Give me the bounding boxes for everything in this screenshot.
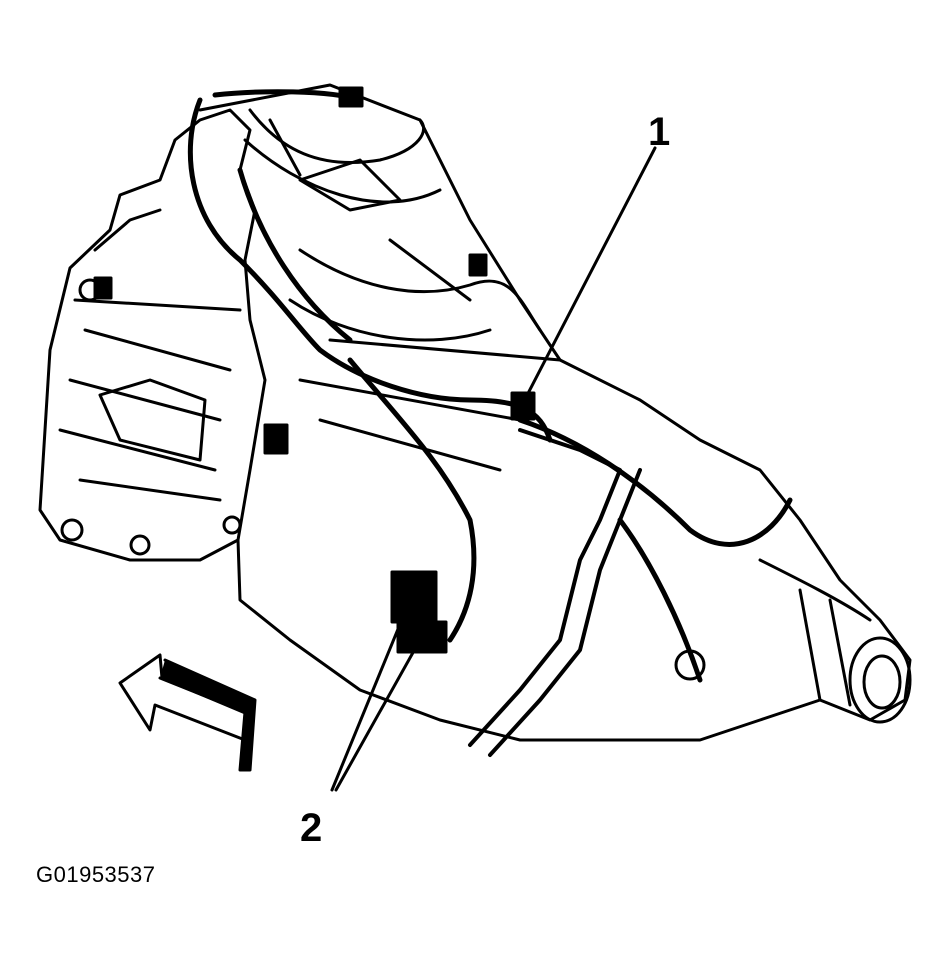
harness-connectors xyxy=(93,86,488,455)
callout-label-1: 1 xyxy=(648,110,671,154)
wiring-harness xyxy=(187,89,793,683)
cooler-lines xyxy=(468,428,642,757)
leader-lines xyxy=(330,146,657,792)
transmission-case xyxy=(198,83,912,742)
callout-label-2: 2 xyxy=(300,806,323,850)
figure-id-label: G01953537 xyxy=(36,862,156,887)
front-arrow-icon xyxy=(118,653,257,772)
connector-2 xyxy=(390,570,448,654)
tailshaft-housing xyxy=(674,558,912,724)
bell-housing xyxy=(38,108,267,562)
